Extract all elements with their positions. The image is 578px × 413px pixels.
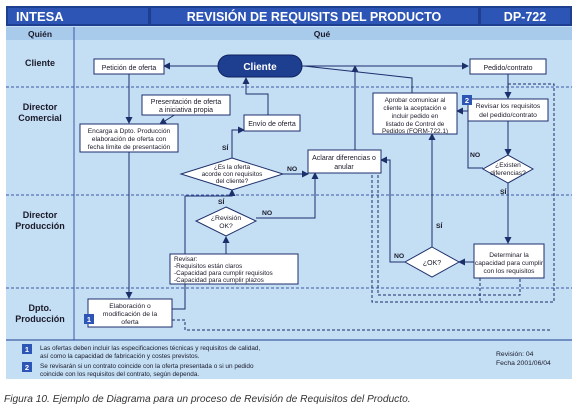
lane-director-comercial-2: Comercial [18,113,62,123]
note-1-badge [22,344,32,354]
aprobar-label-3: incluir pedido en [392,113,439,120]
label-si-revision: SÍ [218,197,226,206]
dashed-connectors [172,83,555,331]
header-title: REVISIÓN DE REQUISITS DEL PRODUCTO [187,9,442,24]
encarga-node[interactable] [79,123,179,153]
note-1-badge-label: 1 [25,345,29,354]
determinar-node[interactable] [473,243,545,279]
elaboracion-label-2: modificación de la [103,311,158,318]
cliente-start-node[interactable] [217,54,303,78]
label-si-existen: SÍ [500,187,508,196]
column-header-row [6,27,572,40]
envio-node[interactable] [243,114,301,132]
lane-dpto-produccion-1: Dpto. [29,303,52,313]
revisar-list-line-3: -Capacidad para cumplir requisitos [174,270,273,277]
presentacion-label-1: Presentación de oferta [151,99,222,106]
envio-label: Envío de oferta [248,121,296,128]
presentacion-label-2: a iniciativa propia [159,107,213,114]
note-2-text-2: coincide con los requisitos del contrato… [40,371,199,378]
header-code: DP-722 [504,10,546,24]
connectors [125,62,512,310]
lane-director-produccion-2: Producción [15,221,65,231]
note-1-text-2: así como la capacidad de fabricación y c… [40,353,200,360]
label-no-existen: NO [470,152,480,159]
lane-director-comercial-1: Director [23,102,58,112]
encarga-label-3: fecha límite de presentación [88,144,171,151]
aclarar-label-2: anular [334,164,354,171]
cliente-start-label: Cliente [243,62,277,73]
column-what: Qué [314,29,331,39]
peticion-node[interactable] [93,58,165,75]
ok-decision[interactable] [403,246,461,278]
es-oferta-label-3: del cliente? [216,178,249,185]
determinar-label-3: con los requisitos [484,268,536,275]
revision-date: Fecha 2001/06/04 [496,360,551,367]
label-no-revision: NO [262,210,272,217]
header-code-cell [481,8,570,24]
note-2-text-1: Se revisarán si un contrato coincide con… [40,363,254,370]
es-oferta-decision[interactable] [179,157,285,191]
note-1-marker [84,314,94,324]
es-oferta-label-1: ¿Es la oferta [214,164,251,171]
revisar-requisitos-node[interactable] [467,98,549,122]
aprobar-label-2: cliente la aceptación e [383,105,447,112]
pedido-node[interactable] [469,58,547,75]
label-si-ok: SÍ [436,221,444,230]
existen-decision[interactable] [481,154,535,184]
aclarar-label-1: Aclarar diferencias o [312,155,376,162]
revision-label-1: ¿Revisión [211,215,241,222]
header-company: INTESA [16,9,64,24]
label-no-ok: NO [394,253,404,260]
aclarar-node[interactable] [307,149,382,174]
figure-caption: Figura 10. Ejemplo de Diagrama para un p… [4,394,411,405]
note-2-marker-label: 2 [465,96,469,105]
peticion-label: Petición de oferta [102,65,157,72]
header-company-cell [8,8,148,24]
determinar-label-1: Determinar la [489,252,529,259]
es-oferta-label-2: acorde con requisitos [202,171,263,178]
revisar-list-line-4: -Capacidad para cumplir plazos [174,277,264,284]
note-1-text-1: Las ofertas deben incluir las especifica… [40,345,260,352]
ok-label: ¿OK? [423,260,441,267]
aprobar-label-1: Aprobar comunicar al [385,97,446,104]
pedido-label: Pedido/contrato [483,65,532,72]
existen-label-1: ¿Existen [495,162,521,169]
revision-number: Revisión: 04 [496,351,534,358]
label-si-oferta: SÍ [222,143,230,152]
encarga-label-2: elaboración de oferta con [92,136,167,143]
lane-director-produccion-1: Director [23,210,58,220]
elaboracion-label-3: oferta [121,319,139,326]
revisar-list-line-1: Revisar: [174,256,198,263]
existen-label-2: diferencias? [490,170,526,177]
revision-label-2: OK? [219,223,233,230]
column-who: Quién [28,29,52,39]
lane-dpto-produccion-2: Producción [15,314,65,324]
elaboracion-label-1: Elaboración o [109,303,151,310]
revisar-requisitos-label-1: Revisar los requisitos [476,103,541,110]
presentacion-node[interactable] [141,94,231,116]
revision-decision[interactable] [194,206,258,237]
label-no-oferta: NO [287,166,297,173]
note-2-badge-label: 2 [25,363,29,372]
encarga-label-1: Encarga a Dpto. Producción [88,128,171,135]
note-2-marker [462,95,472,105]
revisar-requisitos-label-2: del pedido/contrato [479,112,537,119]
aprobar-node[interactable] [372,92,458,135]
revisar-list-node[interactable] [169,253,299,285]
header-title-cell [151,8,478,24]
elaboracion-node[interactable] [87,298,173,328]
determinar-label-2: capacidad para cumplir [475,260,544,267]
revisar-list-line-2: -Requisitos están claros [174,263,242,270]
note-1-marker-label: 1 [87,315,91,324]
aprobar-label-5: Pedidos (FORM-722.1) [382,128,448,135]
lane-cliente: Cliente [25,58,55,68]
aprobar-label-4: listado de Control de [386,121,445,128]
note-2-badge [22,362,32,372]
